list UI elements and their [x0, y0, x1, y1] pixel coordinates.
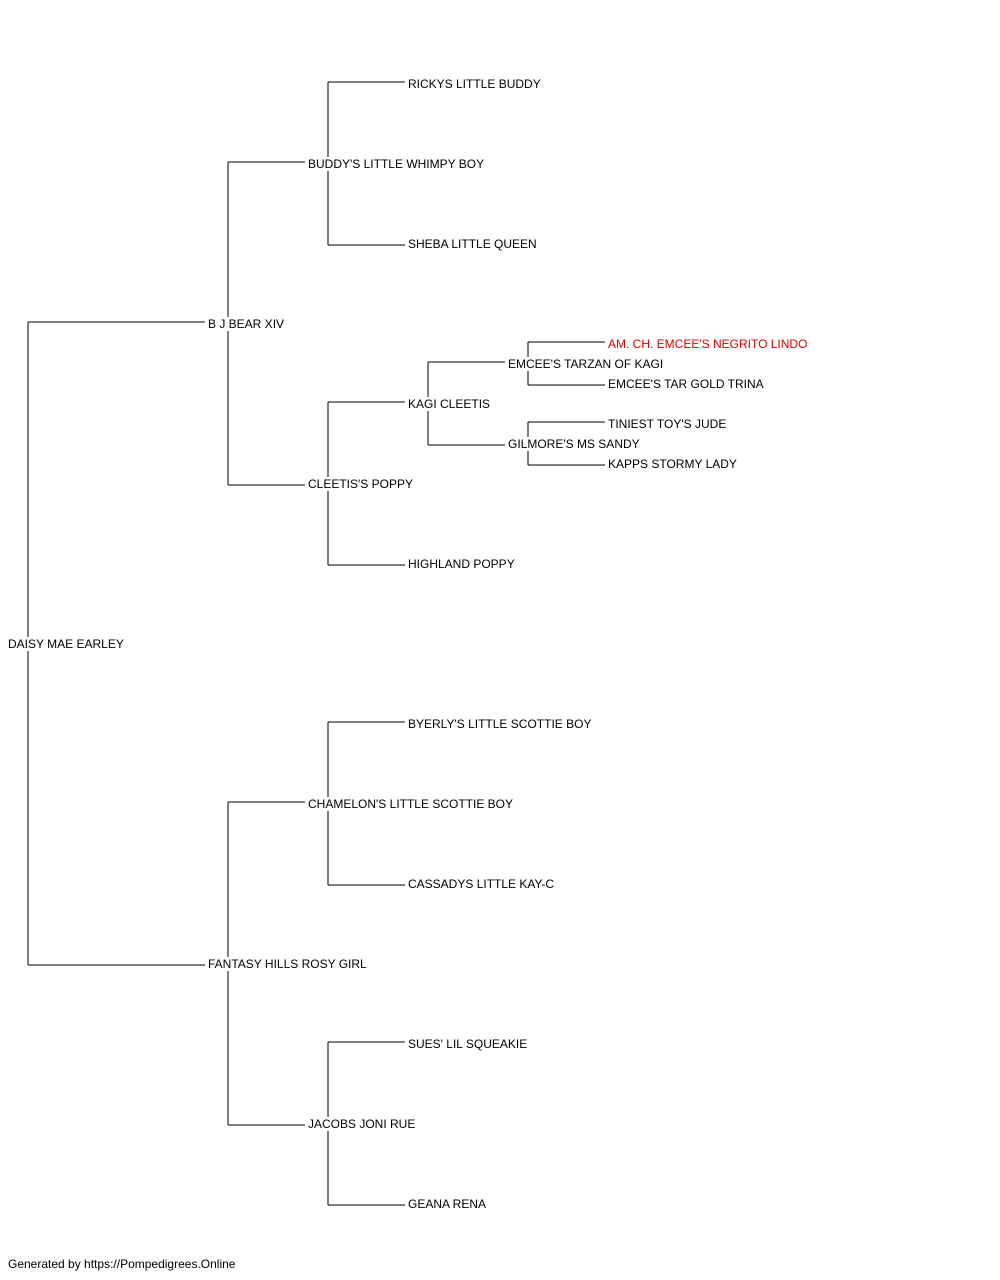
pedigree-sire: B J BEAR XIV [208, 317, 285, 331]
pedigree-ancestor: EMCEE'S TAR GOLD TRINA [608, 377, 764, 391]
pedigree-dam: FANTASY HILLS ROSY GIRL [208, 957, 367, 971]
pedigree-ancestor: KAGI CLEETIS [408, 397, 491, 411]
pedigree-paternal-grandsire: BUDDY'S LITTLE WHIMPY BOY [308, 157, 485, 171]
pedigree-ancestor: EMCEE'S TARZAN OF KAGI [508, 357, 664, 371]
pedigree-ancestor: KAPPS STORMY LADY [608, 457, 737, 471]
pedigree-ancestor: TINIEST TOY'S JUDE [608, 417, 727, 431]
pedigree-ancestor: CASSADYS LITTLE KAY-C [408, 877, 555, 891]
pedigree-maternal-grandsire: CHAMELON'S LITTLE SCOTTIE BOY [308, 797, 513, 811]
pedigree-ancestor: GILMORE'S MS SANDY [508, 437, 640, 451]
pedigree-ancestor: SHEBA LITTLE QUEEN [408, 237, 537, 251]
generated-by-footer: Generated by https://Pompedigrees.Online [8, 1257, 236, 1271]
pedigree-ancestor: HIGHLAND POPPY [408, 557, 515, 571]
pedigree-ancestor: GEANA RENA [408, 1197, 487, 1211]
pedigree-subject: DAISY MAE EARLEY [8, 637, 124, 651]
pedigree-ancestor-champion: AM. CH. EMCEE'S NEGRITO LINDO [608, 337, 808, 351]
pedigree-ancestor: RICKYS LITTLE BUDDY [408, 77, 541, 91]
pedigree-ancestor: BYERLY'S LITTLE SCOTTIE BOY [408, 717, 592, 731]
pedigree-maternal-granddam: JACOBS JONI RUE [308, 1117, 416, 1131]
pedigree-paternal-granddam: CLEETIS'S POPPY [308, 477, 413, 491]
pedigree-ancestor: SUES' LIL SQUEAKIE [408, 1037, 528, 1051]
